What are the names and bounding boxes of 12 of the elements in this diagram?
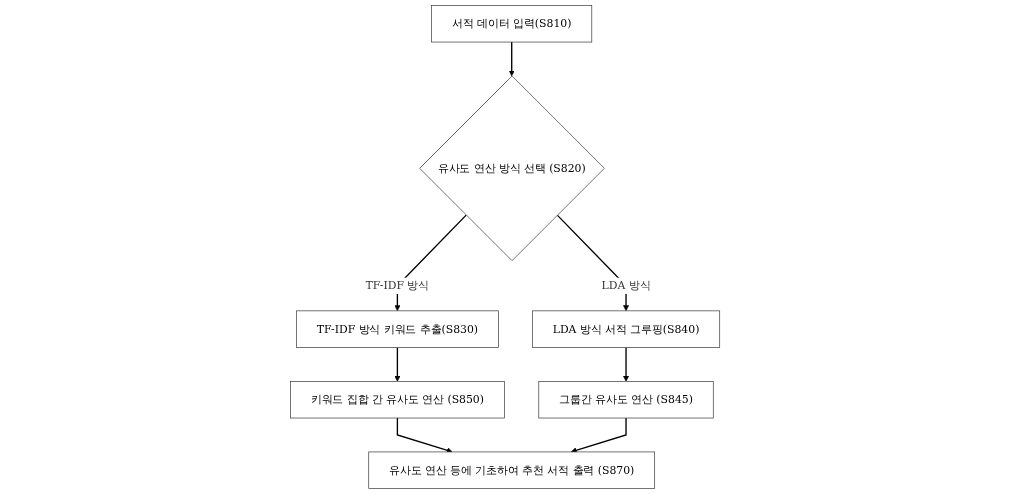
node-diamond: 유사도 연산 방식 선택 (S820) xyxy=(419,75,606,261)
edge-label: TF-IDF 방식 xyxy=(366,278,430,292)
node-box: 그룹간 유사도 연산 (S845) xyxy=(538,381,715,419)
edge-label: LDA 방식 xyxy=(602,278,651,292)
node-box: LDA 방식 서적 그루핑(S840) xyxy=(532,310,721,348)
node-box: 키워드 집합 간 유사도 연산 (S850) xyxy=(290,381,506,419)
arrow xyxy=(509,41,516,77)
arrow xyxy=(623,346,630,382)
node-box: 서적 데이터 입력(S810) xyxy=(431,5,593,43)
node-box: 유사도 연산 등에 기초하여 추천 서적 출력 (S870) xyxy=(368,451,656,489)
node-box: TF-IDF 방식 키워드 추출(S830) xyxy=(296,310,500,348)
arrow xyxy=(394,346,401,382)
